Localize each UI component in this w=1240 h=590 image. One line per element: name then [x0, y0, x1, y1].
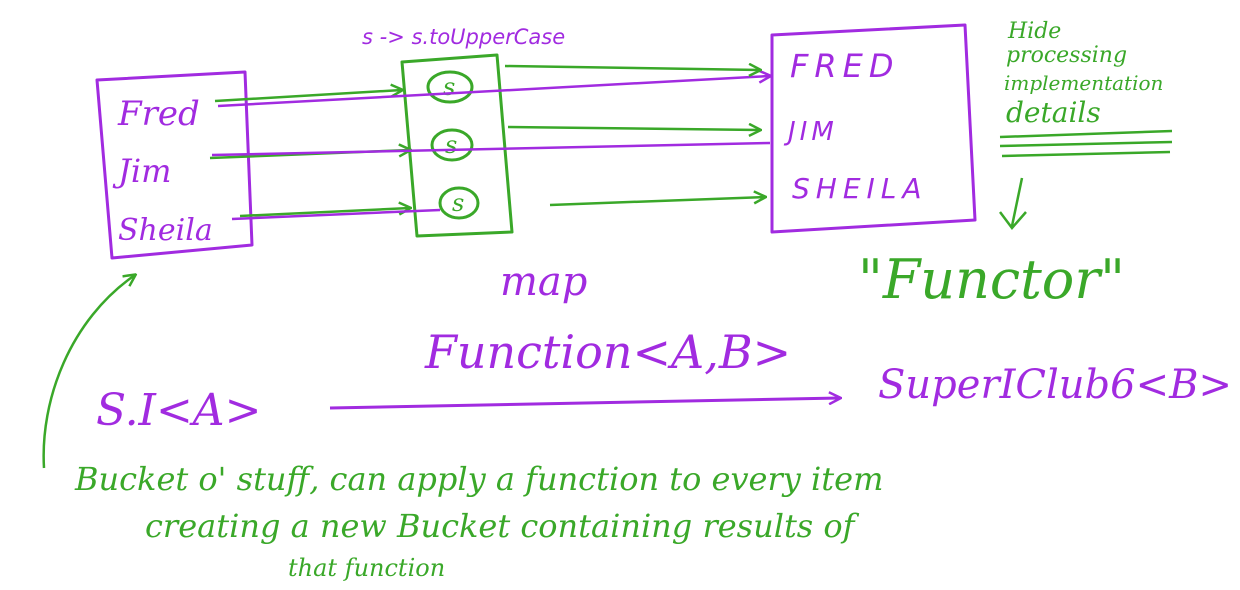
side-note-arrow-down	[1010, 177, 1024, 227]
type-map-arrow	[329, 398, 840, 410]
mapper-circle-1	[426, 70, 474, 104]
arrow-fred-out	[504, 66, 760, 70]
mapper-circle-3	[438, 186, 480, 220]
description-line-3: that function	[288, 554, 445, 582]
output-box	[770, 23, 977, 234]
input-item-sheila: Sheila	[118, 213, 213, 248]
target-type: SuperIClub6<B>	[878, 362, 1232, 408]
map-label: map	[500, 259, 587, 305]
mapper-label: s -> s.toUpperCase	[362, 25, 565, 49]
curved-arrow-to-input	[42, 275, 135, 469]
mapper-s-2: s	[445, 131, 457, 159]
arrow-sheila-out	[549, 197, 765, 207]
functor-label: "Functor"	[858, 248, 1125, 311]
input-item-fred: Fred	[117, 94, 200, 134]
description-line-2: creating a new Bucket containing results…	[145, 507, 860, 545]
description-line-1: Bucket o' stuff, can apply a function to…	[74, 460, 883, 498]
arrow-jim-out	[507, 127, 760, 130]
arrow-fred-line	[217, 76, 770, 108]
side-note-line-3: implementation	[1004, 71, 1163, 95]
output-item-jim: JIM	[783, 117, 838, 147]
mapper-box	[400, 53, 514, 238]
side-note-line-4: details	[1006, 96, 1101, 129]
source-type: S.I<A>	[96, 385, 261, 436]
function-label: Function<A,B>	[424, 325, 791, 379]
input-item-jim: Jim	[112, 152, 171, 190]
side-note-underline-2	[999, 140, 1173, 148]
input-box	[95, 70, 254, 260]
side-note-arrow-head	[999, 211, 1027, 230]
side-note-underline-1	[999, 129, 1173, 139]
side-note-line-1: Hide	[1007, 19, 1061, 44]
mapper-circle-2	[430, 128, 474, 162]
mapper-s-3: s	[452, 189, 464, 217]
arrow-jim-line	[211, 141, 771, 157]
side-note-line-2: processing	[1006, 43, 1127, 68]
mapper-s-1: s	[443, 73, 455, 101]
arrow-sheila-in	[239, 208, 410, 218]
arrow-fred-in	[214, 90, 402, 103]
arrow-sheila-line	[231, 208, 441, 221]
output-item-sheila: SHEILA	[792, 172, 928, 205]
side-note-underline-3	[1001, 150, 1171, 158]
output-item-fred: FRED	[790, 47, 900, 85]
